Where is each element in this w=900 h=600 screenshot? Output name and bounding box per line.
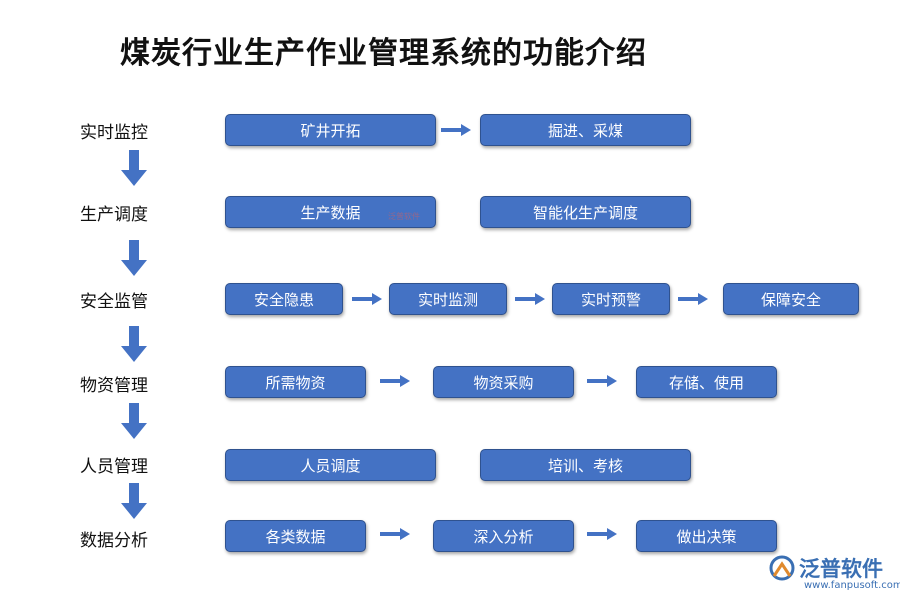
right-arrow-icon bbox=[352, 293, 382, 305]
down-arrow-icon bbox=[121, 403, 147, 439]
category-personnel-management: 人员管理 bbox=[80, 457, 148, 477]
down-arrow-icon bbox=[121, 240, 147, 276]
brand-logo: 泛普软件 bbox=[768, 553, 883, 583]
step-box: 安全隐患 bbox=[225, 283, 343, 315]
category-materials-management: 物资管理 bbox=[80, 376, 148, 396]
step-box: 矿井开拓 bbox=[225, 114, 436, 146]
category-data-analysis: 数据分析 bbox=[80, 531, 148, 551]
down-arrow-icon bbox=[121, 150, 147, 186]
right-arrow-icon bbox=[515, 293, 545, 305]
right-arrow-icon bbox=[587, 375, 617, 387]
step-box: 实时监测 bbox=[389, 283, 507, 315]
brand-name: 泛普软件 bbox=[799, 557, 883, 581]
category-realtime-monitoring: 实时监控 bbox=[80, 123, 148, 143]
watermark: 泛普软件 bbox=[388, 212, 420, 221]
step-box: 生产数据 bbox=[225, 196, 436, 228]
step-box: 智能化生产调度 bbox=[480, 196, 691, 228]
brand-logo-icon bbox=[769, 555, 795, 581]
down-arrow-icon bbox=[121, 326, 147, 362]
step-box: 做出决策 bbox=[636, 520, 777, 552]
category-production-dispatch: 生产调度 bbox=[80, 205, 148, 225]
category-safety-supervision: 安全监管 bbox=[80, 292, 148, 312]
step-box: 掘进、采煤 bbox=[480, 114, 691, 146]
step-box: 所需物资 bbox=[225, 366, 366, 398]
step-box: 培训、考核 bbox=[480, 449, 691, 481]
step-box: 物资采购 bbox=[433, 366, 574, 398]
step-box: 人员调度 bbox=[225, 449, 436, 481]
step-box: 深入分析 bbox=[433, 520, 574, 552]
page-title: 煤炭行业生产作业管理系统的功能介绍 bbox=[120, 36, 647, 71]
right-arrow-icon bbox=[380, 375, 410, 387]
step-box: 存储、使用 bbox=[636, 366, 777, 398]
down-arrow-icon bbox=[121, 483, 147, 519]
right-arrow-icon bbox=[587, 528, 617, 540]
step-box: 实时预警 bbox=[552, 283, 670, 315]
step-box: 各类数据 bbox=[225, 520, 366, 552]
brand-url: www.fanpusoft.com bbox=[804, 580, 900, 591]
right-arrow-icon bbox=[441, 124, 471, 136]
right-arrow-icon bbox=[380, 528, 410, 540]
step-box: 保障安全 bbox=[723, 283, 859, 315]
right-arrow-icon bbox=[678, 293, 708, 305]
